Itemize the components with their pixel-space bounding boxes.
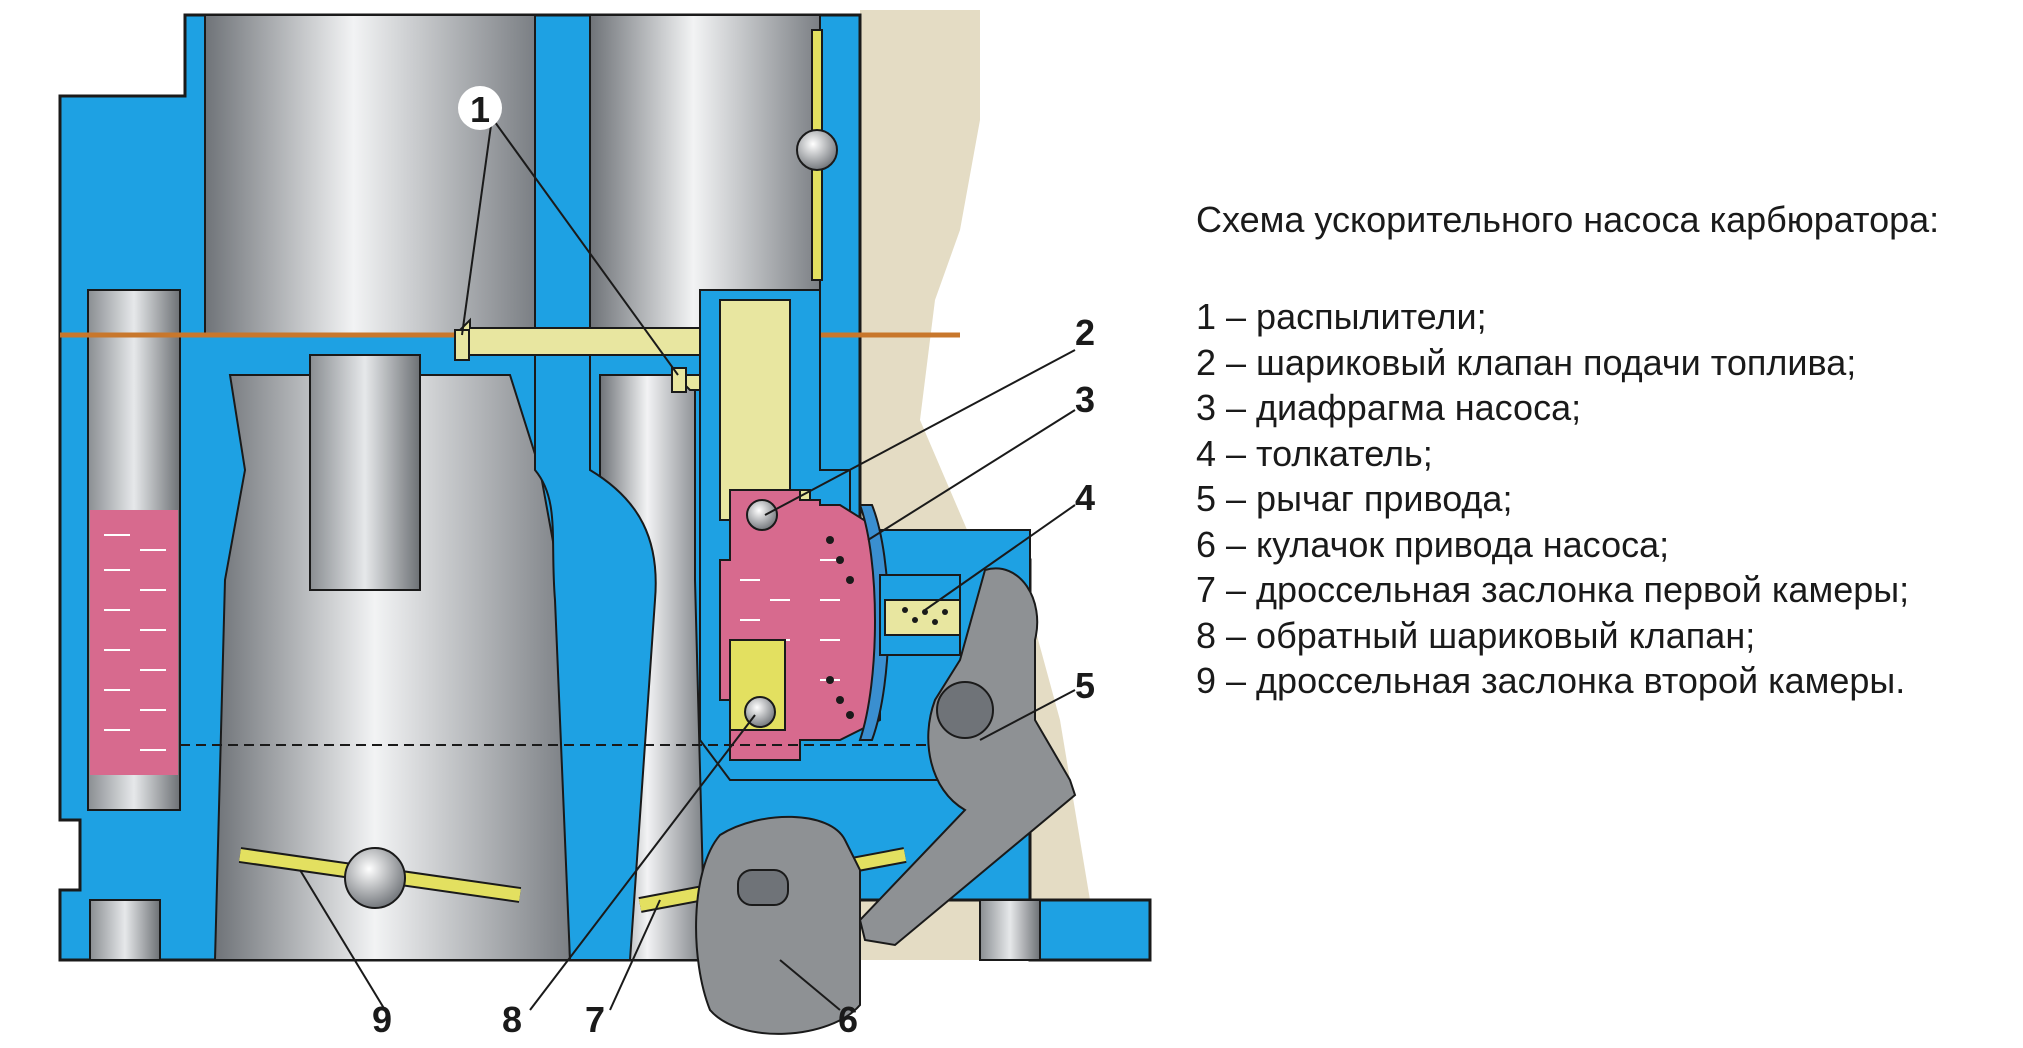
second-chamber-bore — [204, 14, 536, 336]
legend: Схема ускорительного насоса карбюратора:… — [1196, 198, 2016, 704]
venturi-pillar — [534, 334, 657, 961]
leader-4 — [924, 504, 1076, 611]
nozzle-1b — [671, 367, 687, 393]
legend-item-7: 7 – дроссельная заслонка первой камеры; — [1196, 569, 1910, 610]
callout-4: 4 — [1075, 477, 1095, 518]
leader-6 — [779, 959, 841, 1011]
drive-cam — [695, 815, 861, 1035]
drive-lever — [858, 567, 1077, 947]
cam-slot — [737, 869, 789, 906]
legend-item-9: 9 – дроссельная заслонка второй камеры. — [1196, 660, 1906, 701]
legend-list: 1 – распылители; 2 – шариковый клапан по… — [1196, 294, 2016, 704]
leader-5 — [979, 689, 1076, 741]
legend-item-5: 5 – рычаг привода; — [1196, 478, 1513, 519]
lever-pivot — [936, 681, 994, 739]
legend-item-6: 6 – кулачок привода насоса; — [1196, 523, 1670, 565]
legend-item-1: 1 – распылители; — [1196, 296, 1487, 337]
callout-1: 1 — [470, 89, 490, 130]
callout-1-bg — [458, 86, 502, 130]
callout-2: 2 — [1075, 312, 1095, 353]
pump-diaphragm — [858, 504, 890, 741]
callout-8: 8 — [502, 999, 522, 1040]
upper-axle — [796, 129, 838, 171]
leader-1b — [491, 117, 679, 376]
carburetor-diagram: 1 2 3 4 5 6 7 8 9 — [58, 10, 1152, 1040]
leader-9 — [299, 869, 386, 1011]
fuel-supply-ball — [746, 499, 778, 531]
legend-item-4: 4 – толкатель; — [1196, 432, 1433, 474]
callout-5: 5 — [1075, 665, 1095, 706]
callout-6: 6 — [838, 999, 858, 1040]
lower-bore-left — [89, 899, 161, 961]
callout-7: 7 — [585, 999, 605, 1040]
pusher-rod — [884, 599, 961, 636]
callout-3: 3 — [1075, 379, 1095, 420]
second-damper-axle — [344, 847, 406, 909]
leader-3 — [867, 409, 1076, 541]
small-diffuser-left — [309, 354, 421, 591]
leader-1a — [461, 117, 493, 336]
legend-item-8: 8 – обратный шариковый клапан; — [1196, 614, 1756, 656]
callout-9: 9 — [372, 999, 392, 1040]
legend-item-3: 3 – диафрагма насоса; — [1196, 387, 1582, 428]
leader-2 — [764, 349, 1076, 516]
lower-bore-right — [979, 899, 1041, 961]
leader-8 — [529, 714, 756, 1011]
leader-7 — [609, 899, 661, 1011]
legend-item-2: 2 – шариковый клапан подачи топлива; — [1196, 341, 1857, 383]
first-chamber-bore — [589, 14, 821, 336]
legend-title: Схема ускорительного насоса карбюратора: — [1196, 199, 1940, 240]
